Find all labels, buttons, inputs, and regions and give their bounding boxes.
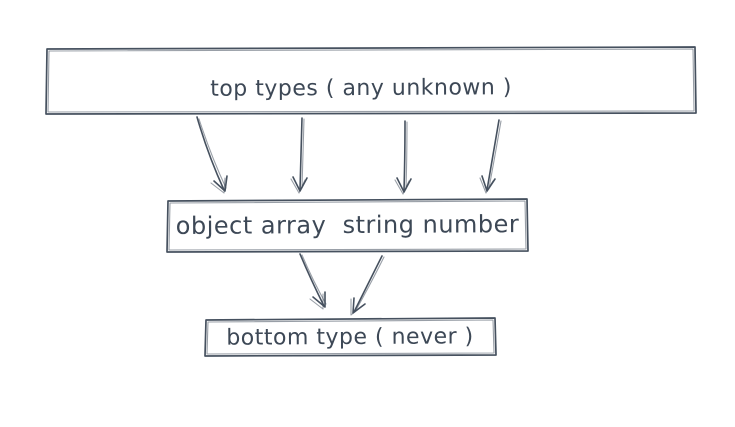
bottom-type-label: bottom type ( never ) (226, 324, 474, 351)
arrow-middle-to-bottom-1 (299, 253, 327, 310)
arrow-top-to-middle-4 (479, 119, 502, 194)
top-types-box (45, 46, 697, 115)
bottom-type-box (204, 317, 497, 357)
arrow-top-to-middle-2 (290, 117, 308, 194)
middle-types-label: object array string number (175, 210, 520, 240)
middle-types-box (166, 198, 529, 253)
arrow-top-to-middle-3 (394, 120, 412, 195)
top-types-label: top types ( any unknown ) (210, 75, 512, 102)
arrow-top-to-middle-1 (196, 116, 228, 194)
arrow-middle-to-bottom-2 (350, 255, 385, 316)
